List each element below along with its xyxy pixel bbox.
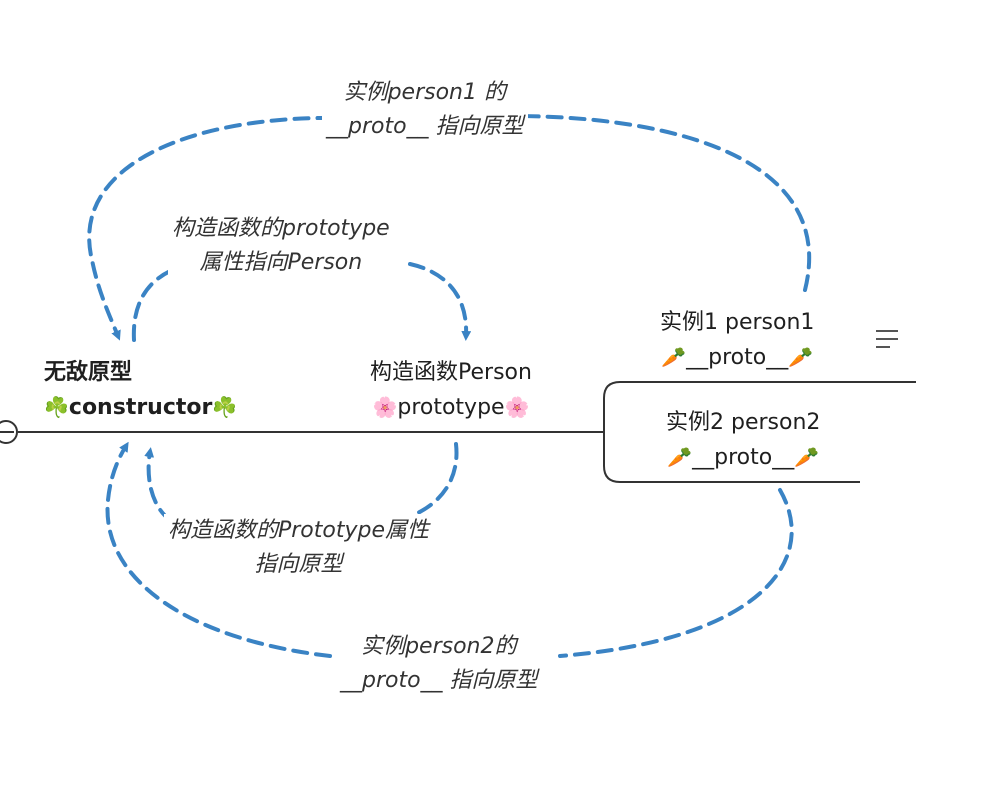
instance2-node-title: 实例2 person2 bbox=[666, 410, 821, 435]
instance1-node[interactable]: 实例1 person1 🥕__proto__🥕 bbox=[660, 306, 814, 375]
prototype-node-subtitle-row: ☘️constructor☘️ bbox=[44, 390, 237, 425]
blossom-icon: 🌸 bbox=[504, 395, 530, 419]
instance2-node[interactable]: 实例2 person2 🥕__proto__🥕 bbox=[666, 406, 820, 475]
constructor-node-subtitle: prototype bbox=[397, 395, 505, 420]
constructor-node[interactable]: 构造函数Person 🌸prototype🌸 bbox=[370, 356, 532, 425]
edge-label-line: 属性指向Person bbox=[199, 250, 363, 275]
instance1-node-subtitle-row: 🥕__proto__🥕 bbox=[660, 340, 814, 375]
constructor-node-title: 构造函数Person bbox=[370, 360, 532, 385]
edge-label-line: __proto__ 指向原型 bbox=[326, 114, 524, 139]
instance2-node-subtitle-row: 🥕__proto__🥕 bbox=[666, 440, 820, 475]
prototype-node-subtitle: constructor bbox=[68, 395, 213, 420]
prototype-node[interactable]: 无敌原型 ☘️constructor☘️ bbox=[44, 356, 237, 425]
edge-label-line: 构造函数的Prototype属性 bbox=[168, 518, 430, 543]
instance1-node-subtitle: __proto__ bbox=[686, 345, 789, 370]
instance-bracket-lower bbox=[603, 432, 860, 483]
edge-label-line: __proto__ 指向原型 bbox=[340, 668, 538, 693]
shamrock-icon: ☘️ bbox=[212, 395, 238, 419]
constructor-node-subtitle-row: 🌸prototype🌸 bbox=[370, 390, 532, 425]
carrot-icon: 🥕 bbox=[661, 345, 687, 369]
carrot-icon: 🥕 bbox=[667, 445, 693, 469]
carrot-icon: 🥕 bbox=[788, 345, 814, 369]
instance2-node-subtitle: __proto__ bbox=[692, 445, 795, 470]
edge-label-constructor-prototype: 构造函数的prototype 属性指向Person bbox=[168, 212, 394, 280]
arrow-prototype-to-proto bbox=[149, 442, 459, 522]
arrow-person2-proto bbox=[105, 446, 794, 658]
edge-label-prototype-attr: 构造函数的Prototype属性 指向原型 bbox=[164, 514, 434, 582]
blossom-icon: 🌸 bbox=[372, 395, 398, 419]
instance1-node-title: 实例1 person1 bbox=[660, 310, 815, 335]
arrow-person1-proto bbox=[87, 113, 812, 341]
edge-label-line: 实例person1 的 bbox=[343, 80, 506, 105]
edge-label-line: 实例person2的 bbox=[361, 634, 517, 659]
edge-label-person1-proto: 实例person1 的 __proto__ 指向原型 bbox=[322, 76, 528, 144]
hamburger-menu-icon[interactable] bbox=[876, 330, 898, 348]
edge-label-line: 构造函数的prototype bbox=[172, 216, 390, 241]
edge-label-line: 指向原型 bbox=[254, 552, 343, 577]
shamrock-icon: ☘️ bbox=[44, 395, 69, 419]
edge-label-person2-proto: 实例person2的 __proto__ 指向原型 bbox=[336, 630, 542, 698]
carrot-icon: 🥕 bbox=[794, 445, 820, 469]
prototype-node-title: 无敌原型 bbox=[44, 360, 133, 385]
instance-bracket bbox=[603, 381, 916, 432]
